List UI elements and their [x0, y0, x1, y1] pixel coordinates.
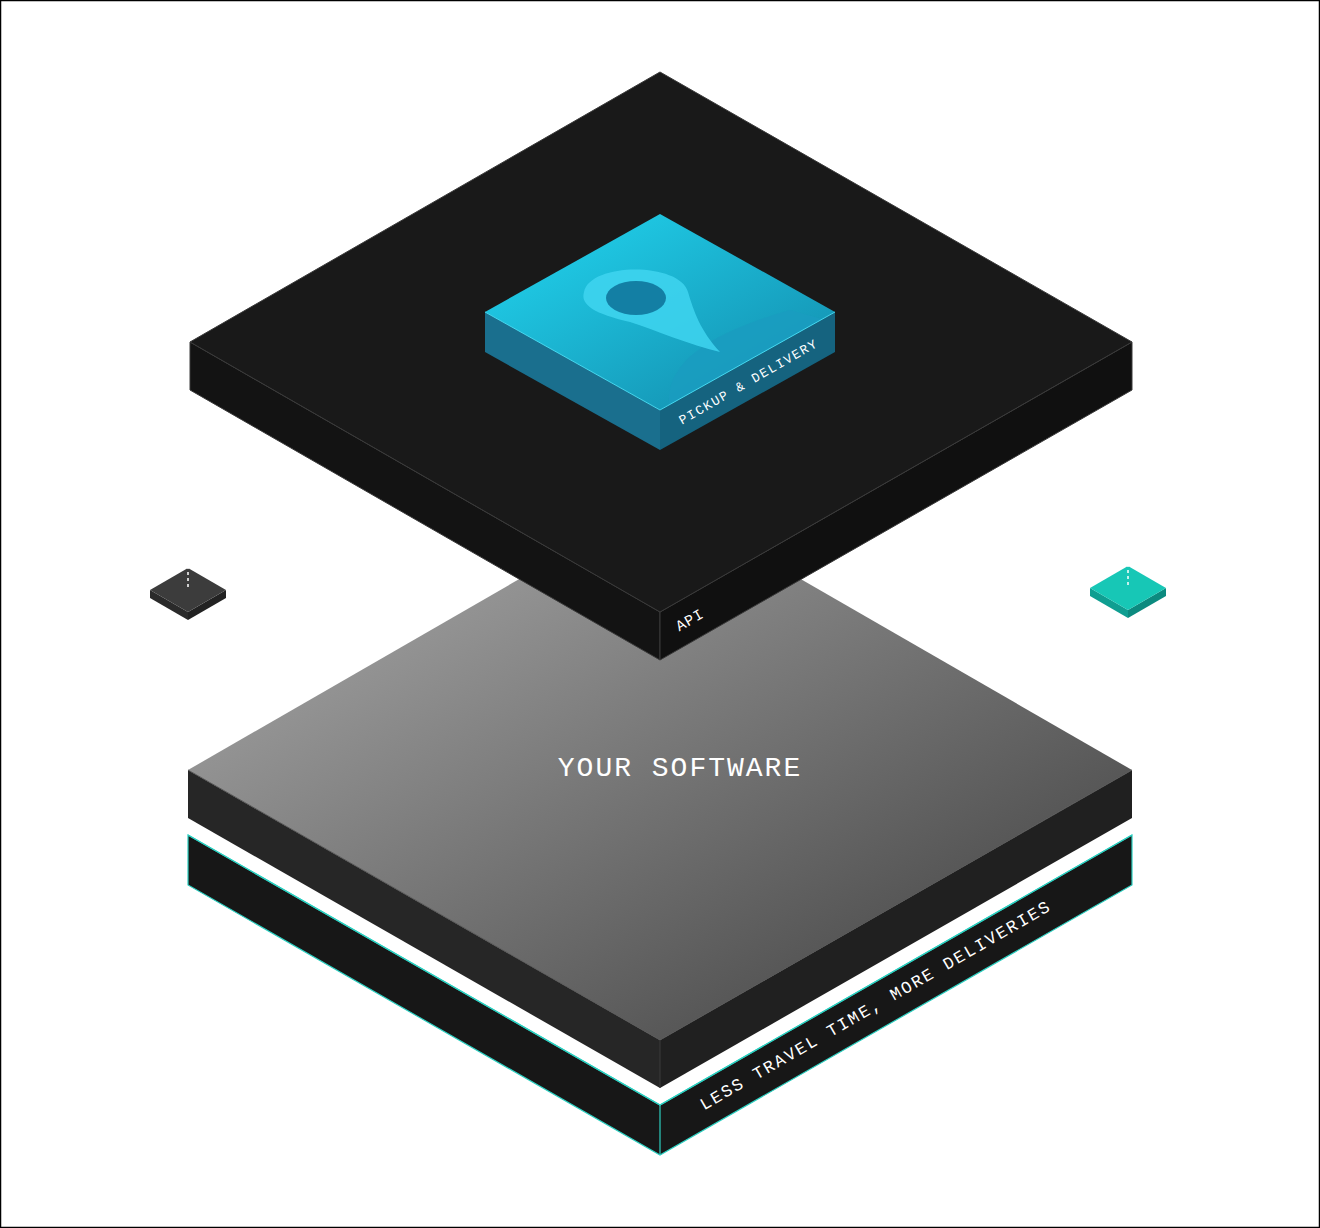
software-slab-node: YOUR SOFTWARE [188, 498, 1132, 1088]
teal-marker-tile [1090, 564, 1166, 618]
text-holder: API [672, 604, 707, 635]
slab-label: PICKUP & DELIVERY [677, 336, 821, 428]
pickup-tile-node: PICKUP & DELIVERY [485, 214, 835, 450]
slab-label: LESS TRAVEL TIME, MORE DELIVERIES [697, 897, 1055, 1115]
slab-label: API [673, 606, 707, 636]
text-holder: YOUR SOFTWARE [558, 753, 802, 784]
pickup-tile [485, 214, 860, 450]
api-slab [190, 72, 1132, 660]
api-slab-node: API PICKUP & DELIVERY [190, 72, 1132, 660]
text-holder: PICKUP & DELIVERY [675, 334, 821, 429]
pin-icon [583, 270, 860, 441]
base-slab-node: LESS TRAVEL TIME, MORE DELIVERIES [188, 563, 1132, 1155]
text-holder: LESS TRAVEL TIME, MORE DELIVERIES [697, 897, 1055, 1115]
slab-label: YOUR SOFTWARE [558, 753, 802, 784]
dark-marker-tile [150, 566, 226, 620]
